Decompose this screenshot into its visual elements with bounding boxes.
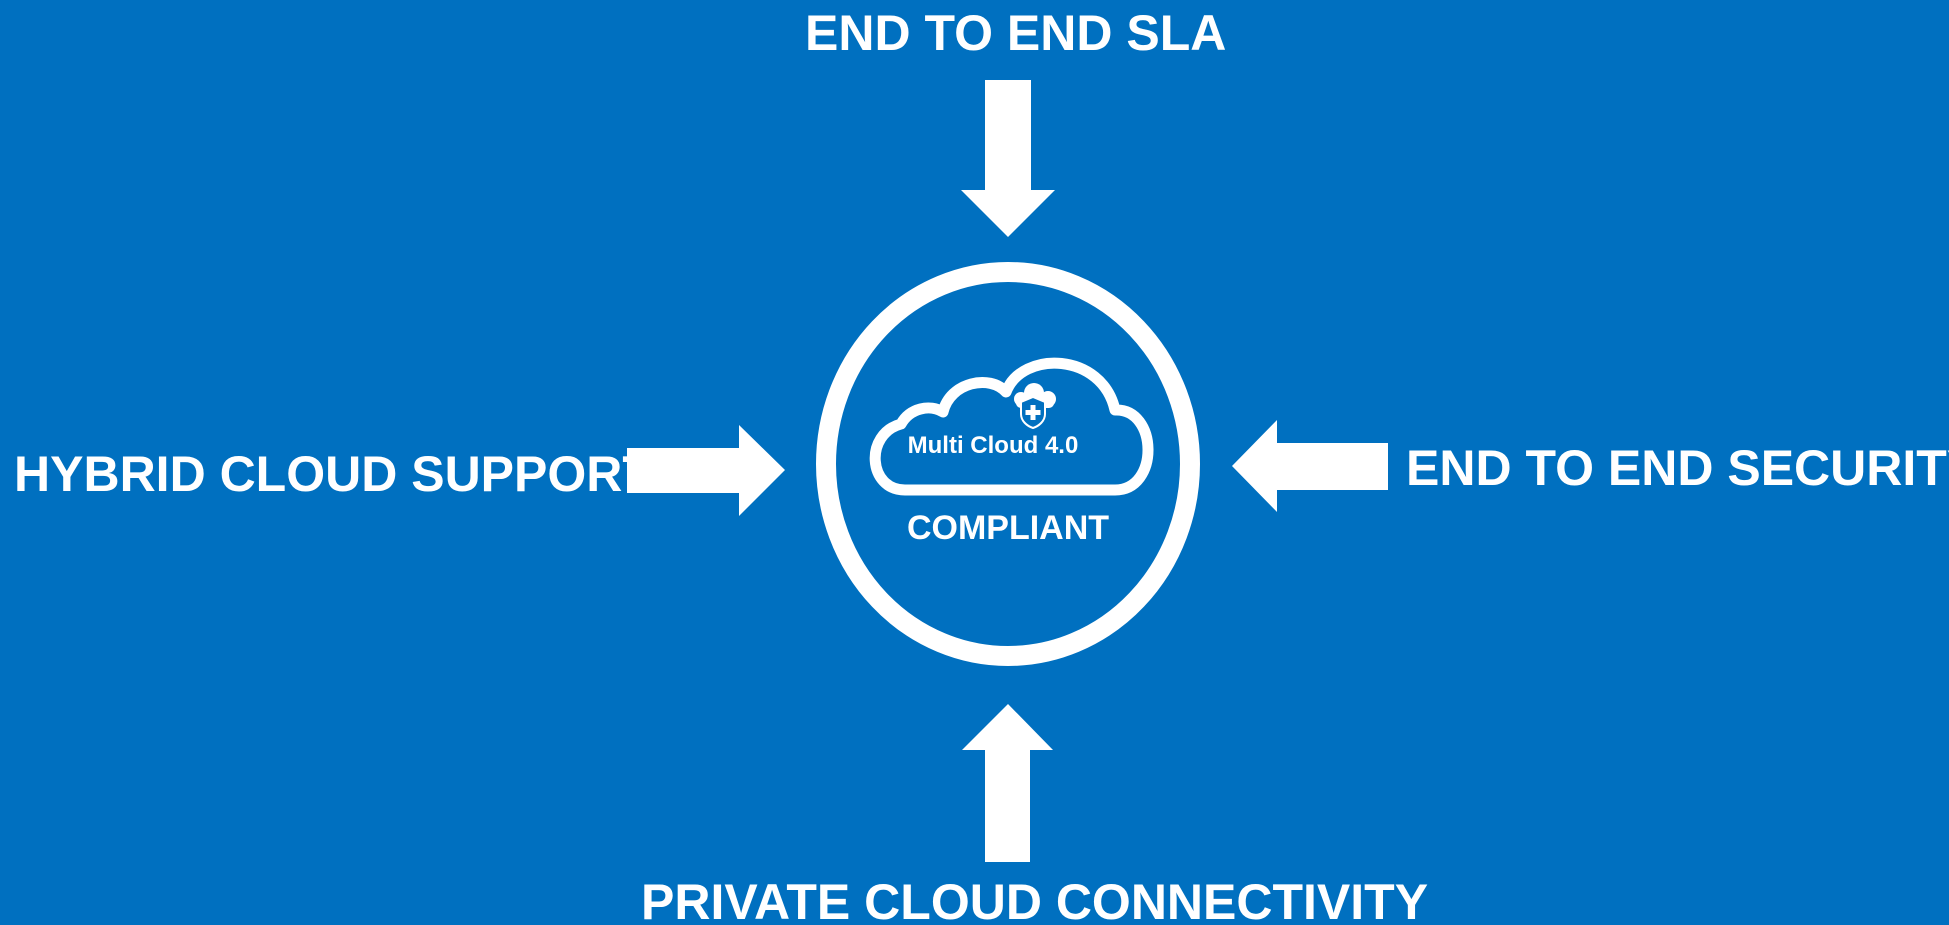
arrow-down-icon (961, 80, 1055, 237)
center-title: Multi Cloud 4.0 (907, 432, 1079, 459)
cloud-icon (869, 357, 1154, 496)
arrow-up-icon (962, 704, 1053, 862)
label-hybrid-cloud-support: HYBRID CLOUD SUPPORT (14, 446, 653, 502)
label-end-to-end-sla: END TO END SLA (805, 5, 1227, 61)
center-subtitle: COMPLIANT (906, 509, 1110, 547)
shield-cross-icon (1014, 383, 1056, 430)
center-ring (816, 262, 1200, 666)
label-end-to-end-security: END TO END SECURITY (1406, 440, 1949, 496)
arrow-right-icon (627, 425, 785, 516)
label-private-cloud-connectivity: PRIVATE CLOUD CONNECTIVITY (641, 874, 1429, 925)
arrow-left-icon (1232, 420, 1388, 512)
